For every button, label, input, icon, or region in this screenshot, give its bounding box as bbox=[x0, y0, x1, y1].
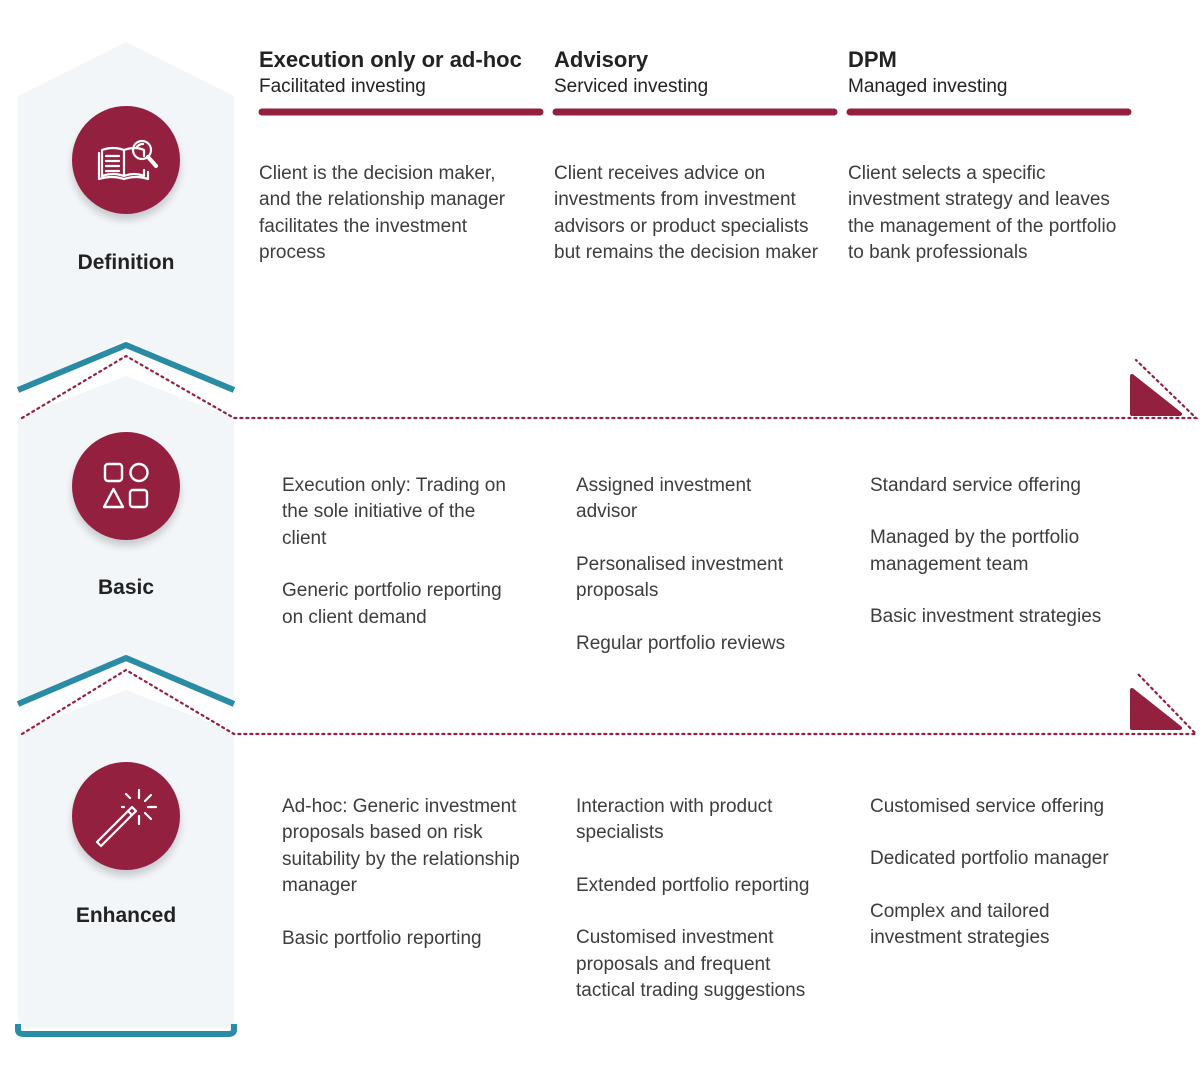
cell-text: Extended portfolio reporting bbox=[576, 874, 810, 896]
enhanced-badge bbox=[72, 762, 180, 870]
cell-text: Client selects a specific investment str… bbox=[848, 163, 1117, 264]
basic-badge bbox=[72, 432, 180, 540]
cell-text: Customised service offering bbox=[870, 796, 1105, 817]
column-title: DPM bbox=[848, 47, 897, 72]
cell-basic-execution: Execution only: Trading on the sole init… bbox=[282, 473, 522, 631]
row-label-basic: Basic bbox=[97, 576, 155, 599]
shapes-icon bbox=[102, 462, 149, 509]
cell-text: Generic portfolio reporting on client de… bbox=[282, 580, 502, 628]
enhanced-bottom-bar bbox=[15, 1024, 237, 1037]
column-subtitle: Serviced investing bbox=[554, 76, 709, 97]
cell-enhanced-advisory: Interaction with product specialists Ext… bbox=[576, 794, 826, 1004]
column-title: Execution only or ad-hoc bbox=[259, 47, 522, 72]
cell-enhanced-dpm: Customised service offering Dedicated po… bbox=[870, 794, 1130, 952]
cell-text: Personalised investment proposals bbox=[576, 553, 783, 602]
cell-text: Execution only: Trading on the sole init… bbox=[282, 475, 506, 549]
cell-text: Managed by the portfolio management team bbox=[870, 527, 1080, 575]
cell-text: Client is the decision maker, and the re… bbox=[259, 163, 506, 264]
row-label-enhanced: Enhanced bbox=[75, 904, 177, 927]
cell-text: Assigned investment advisor bbox=[576, 475, 752, 523]
cell-definition-dpm: Client selects a specific investment str… bbox=[848, 161, 1132, 267]
cell-definition-execution: Client is the decision maker, and the re… bbox=[259, 161, 521, 267]
arrow-head-1 bbox=[1130, 374, 1182, 416]
column-header-1: Execution only or ad-hoc Facilitated inv… bbox=[259, 46, 549, 100]
cell-text: Standard service offering bbox=[870, 475, 1081, 496]
cell-text: Regular portfolio reviews bbox=[576, 632, 786, 654]
cell-text: Dedicated portfolio manager bbox=[870, 848, 1109, 870]
magic-wand-icon bbox=[95, 788, 158, 848]
connector-line-2 bbox=[20, 668, 1199, 736]
column-header-2: Advisory Serviced investing bbox=[554, 46, 844, 100]
definition-panel bbox=[18, 42, 234, 388]
cell-text: Complex and tailored investment strategi… bbox=[870, 900, 1050, 949]
cell-basic-advisory: Assigned investment advisor Personalised… bbox=[576, 473, 806, 657]
cell-text: Basic investment strategies bbox=[870, 606, 1102, 628]
cell-definition-advisory: Client receives advice on investments fr… bbox=[554, 161, 830, 267]
arrow-head-2 bbox=[1130, 688, 1182, 730]
definition-chevron bbox=[16, 342, 236, 393]
column-header-3: DPM Managed investing bbox=[848, 46, 1138, 100]
cell-text: Interaction with product specialists bbox=[576, 796, 773, 844]
cell-enhanced-execution: Ad-hoc: Generic investment proposals bas… bbox=[282, 794, 522, 952]
cell-text: Customised investment proposals and freq… bbox=[576, 927, 806, 1002]
cell-basic-dpm: Standard service offering Managed by the… bbox=[870, 473, 1120, 631]
definition-badge bbox=[72, 106, 180, 214]
column-subtitle: Facilitated investing bbox=[259, 76, 426, 97]
basic-chevron bbox=[16, 655, 236, 707]
cell-text: Ad-hoc: Generic investment proposals bas… bbox=[282, 796, 520, 897]
cell-text: Basic portfolio reporting bbox=[282, 927, 482, 949]
column-title: Advisory bbox=[554, 47, 649, 72]
book-search-icon bbox=[97, 139, 158, 181]
connector-line-1 bbox=[20, 354, 1199, 420]
column-subtitle: Managed investing bbox=[848, 76, 1008, 97]
row-label-definition: Definition bbox=[77, 251, 175, 274]
cell-text: Client receives advice on investments fr… bbox=[554, 163, 819, 264]
